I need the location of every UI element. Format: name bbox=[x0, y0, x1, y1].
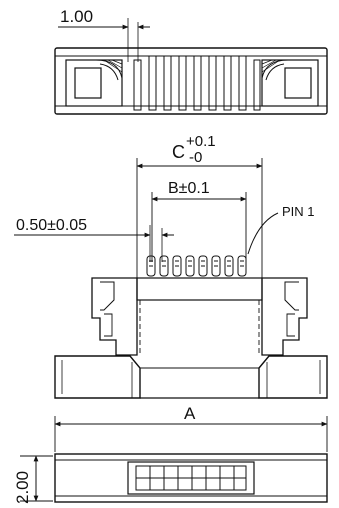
pin-1 bbox=[146, 255, 156, 277]
pins bbox=[146, 255, 247, 277]
bottom-contacts bbox=[135, 465, 247, 491]
dim-c-tol-lower: -0 bbox=[189, 149, 202, 166]
pin-7 bbox=[224, 255, 234, 277]
top-view: 1.00 bbox=[54, 7, 328, 115]
dim-b-label: B±0.1 bbox=[168, 180, 210, 197]
front-body bbox=[54, 277, 328, 399]
pin-2 bbox=[159, 255, 169, 277]
bottom-view: A 2.00 bbox=[13, 404, 328, 504]
dim-a-label: A bbox=[184, 404, 196, 423]
pin-pitch-label: 0.50±0.05 bbox=[16, 217, 87, 234]
top-body-outline bbox=[54, 47, 328, 115]
dim-c-tol-upper: +0.1 bbox=[186, 133, 216, 150]
bottom-contact-window bbox=[127, 461, 255, 495]
pin-6 bbox=[211, 255, 221, 277]
top-right-latch bbox=[261, 59, 319, 107]
pin-5 bbox=[198, 255, 208, 277]
pin1-leader bbox=[247, 212, 279, 255]
top-terminals bbox=[133, 55, 261, 111]
height-label: 2.00 bbox=[13, 471, 32, 504]
pin-8 bbox=[237, 255, 247, 277]
pin1-label: PIN 1 bbox=[282, 204, 315, 219]
front-view: C +0.1 -0 B±0.1 0.50±0.05 PIN 1 bbox=[14, 133, 328, 399]
bottom-body-outline bbox=[54, 453, 328, 503]
dim-c-label: C bbox=[172, 142, 185, 162]
pin-3 bbox=[172, 255, 182, 277]
pitch-label: 1.00 bbox=[60, 7, 93, 26]
pin-4 bbox=[185, 255, 195, 277]
top-left-latch bbox=[65, 59, 123, 107]
